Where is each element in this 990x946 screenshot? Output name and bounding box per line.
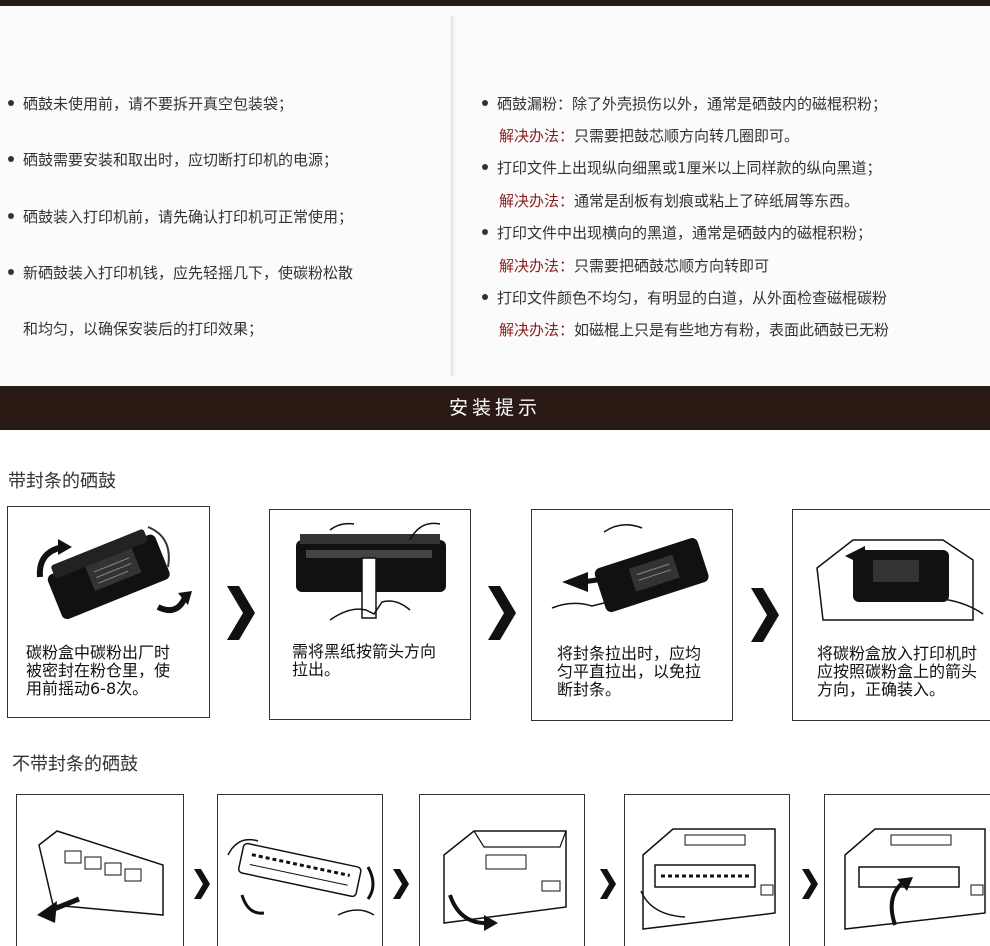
solution-text: 只需要把鼓芯顺方向转几圈即可。	[574, 127, 800, 145]
with-seal-title: 带封条的硒鼓	[8, 471, 116, 492]
next-step-arrow-icon	[227, 586, 255, 640]
bullet-icon	[482, 163, 488, 170]
insert-into-printer-illustration	[640, 828, 776, 930]
bullet-icon	[482, 228, 488, 235]
step-caption: 将封条拉出时，应均 匀平直拉出，以免拉 断封条。	[557, 644, 702, 699]
shake-cartridge-illustration	[36, 526, 192, 620]
precaution-text: 硒鼓需要安装和取出时，应切断打印机的电源；	[23, 151, 339, 169]
seal-step-3: 将封条拉出时，应均 匀平直拉出，以免拉 断封条。	[531, 509, 733, 721]
next-step-arrow-icon	[600, 869, 616, 899]
precaution-item: 硒鼓装入打印机前，请先确认打印机可正常使用；	[8, 206, 353, 227]
bullet-icon	[8, 155, 14, 162]
problem-text: 打印文件上出现纵向细黑或1厘米以上同样款的纵向黑道；	[497, 159, 882, 177]
next-step-arrow-icon	[802, 869, 818, 899]
install-tips-banner: 安装提示	[0, 386, 990, 430]
next-step-arrow-icon	[751, 588, 779, 642]
step-caption: 将碳粉盒放入打印机时 应按照碳粉盒上的箭头 方向，正确装入。	[817, 644, 978, 699]
bullet-icon	[482, 293, 488, 300]
bullet-icon	[8, 99, 14, 106]
precaution-item: 硒鼓需要安装和取出时，应切断打印机的电源；	[8, 149, 338, 170]
problem-text: 打印文件颜色不均匀，有明显的白道，从外面检查磁棍碳粉	[497, 289, 888, 307]
insert-cartridge-illustration	[816, 539, 984, 621]
notes-section: 硒鼓未使用前，请不要拆开真空包装袋； 硒鼓需要安装和取出时，应切断打印机的电源；…	[0, 6, 990, 386]
step-caption: 需将黑纸按箭头方向 拉出。	[292, 642, 437, 679]
problem-item: 打印文件中出现横向的黑道，通常是硒鼓内的磁棍积粉；	[482, 222, 872, 243]
problem-item: 打印文件颜色不均匀，有明显的白道，从外面检查磁棍碳粉	[482, 287, 887, 308]
seal-step-2: 需将黑纸按箭头方向 拉出。	[269, 509, 471, 720]
next-step-arrow-icon	[393, 869, 409, 899]
problem-item: 打印文件上出现纵向细黑或1厘米以上同样款的纵向黑道；	[482, 157, 882, 178]
next-step-arrow-icon	[488, 586, 516, 640]
problem-text: 打印文件中出现横向的黑道，通常是硒鼓内的磁棍积粉；	[497, 224, 873, 242]
bullet-icon	[8, 212, 14, 219]
step-caption: 碳粉盒中碳粉出厂时 被密封在粉仓里，使 用前摇动6-8次。	[26, 643, 171, 698]
solution-label: 解决办法：	[499, 321, 575, 339]
problem-item: 硒鼓漏粉：除了外壳损伤以外，通常是硒鼓内的磁棍积粉；	[482, 93, 887, 114]
precaution-item: 新硒鼓装入打印机钱，应先轻摇几下，使碳粉松散	[8, 262, 353, 283]
solution-label: 解决办法：	[499, 257, 575, 275]
without-seal-title: 不带封条的硒鼓	[12, 754, 138, 775]
no-seal-step-4	[624, 794, 790, 946]
bullet-icon	[8, 268, 14, 275]
problem-text: 硒鼓漏粉：除了外壳损伤以外，通常是硒鼓内的磁棍积粉；	[497, 95, 888, 113]
precaution-item: 硒鼓未使用前，请不要拆开真空包装袋；	[8, 93, 293, 114]
solution-item: 解决办法：如磁棍上只是有些地方有粉，表面此硒鼓已无粉	[499, 319, 889, 340]
seal-step-4: 将碳粉盒放入打印机时 应按照碳粉盒上的箭头 方向，正确装入。	[792, 509, 990, 721]
solution-text: 只需要把硒鼓芯顺方向转即可	[574, 257, 770, 275]
pull-black-paper-illustration	[296, 522, 446, 621]
no-seal-step-5	[824, 794, 990, 946]
unpack-cartridge-illustration	[37, 830, 164, 923]
vertical-divider	[449, 16, 457, 376]
solution-text: 通常是刮板有划痕或粘上了碎纸屑等东西。	[574, 192, 860, 210]
pull-seal-strip-illustration	[551, 524, 709, 613]
top-bar	[0, 0, 990, 6]
next-step-arrow-icon	[194, 869, 210, 899]
precaution-text: 硒鼓装入打印机前，请先确认打印机可正常使用；	[23, 208, 354, 226]
close-printer-cover-illustration	[844, 828, 986, 930]
solution-label: 解决办法：	[499, 192, 575, 210]
shake-cartridge-illustration	[227, 838, 375, 916]
precaution-text: 新硒鼓装入打印机钱，应先轻摇几下，使碳粉松散	[23, 264, 354, 282]
troubleshooting-list: 硒鼓漏粉：除了外壳损伤以外，通常是硒鼓内的磁棍积粉； 解决办法：只需要把鼓芯顺方…	[458, 6, 990, 386]
solution-item: 解决办法：通常是刮板有划痕或粘上了碎纸屑等东西。	[499, 190, 859, 211]
precaution-continuation: 和均匀，以确保安装后的打印效果；	[23, 320, 264, 338]
no-seal-step-3	[419, 794, 585, 946]
solution-label: 解决办法：	[499, 127, 575, 145]
no-seal-step-1	[16, 794, 184, 946]
precaution-text: 硒鼓未使用前，请不要拆开真空包装袋；	[23, 95, 294, 113]
solution-text: 如磁棍上只是有些地方有粉，表面此硒鼓已无粉	[574, 321, 890, 339]
seal-step-1: 碳粉盒中碳粉出厂时 被密封在粉仓里，使 用前摇动6-8次。	[7, 506, 210, 718]
open-printer-cover-illustration	[443, 830, 567, 931]
bullet-icon	[482, 99, 488, 106]
solution-item: 解决办法：只需要把鼓芯顺方向转几圈即可。	[499, 125, 799, 146]
solution-item: 解决办法：只需要把硒鼓芯顺方向转即可	[499, 255, 769, 276]
no-seal-step-2	[217, 794, 383, 946]
